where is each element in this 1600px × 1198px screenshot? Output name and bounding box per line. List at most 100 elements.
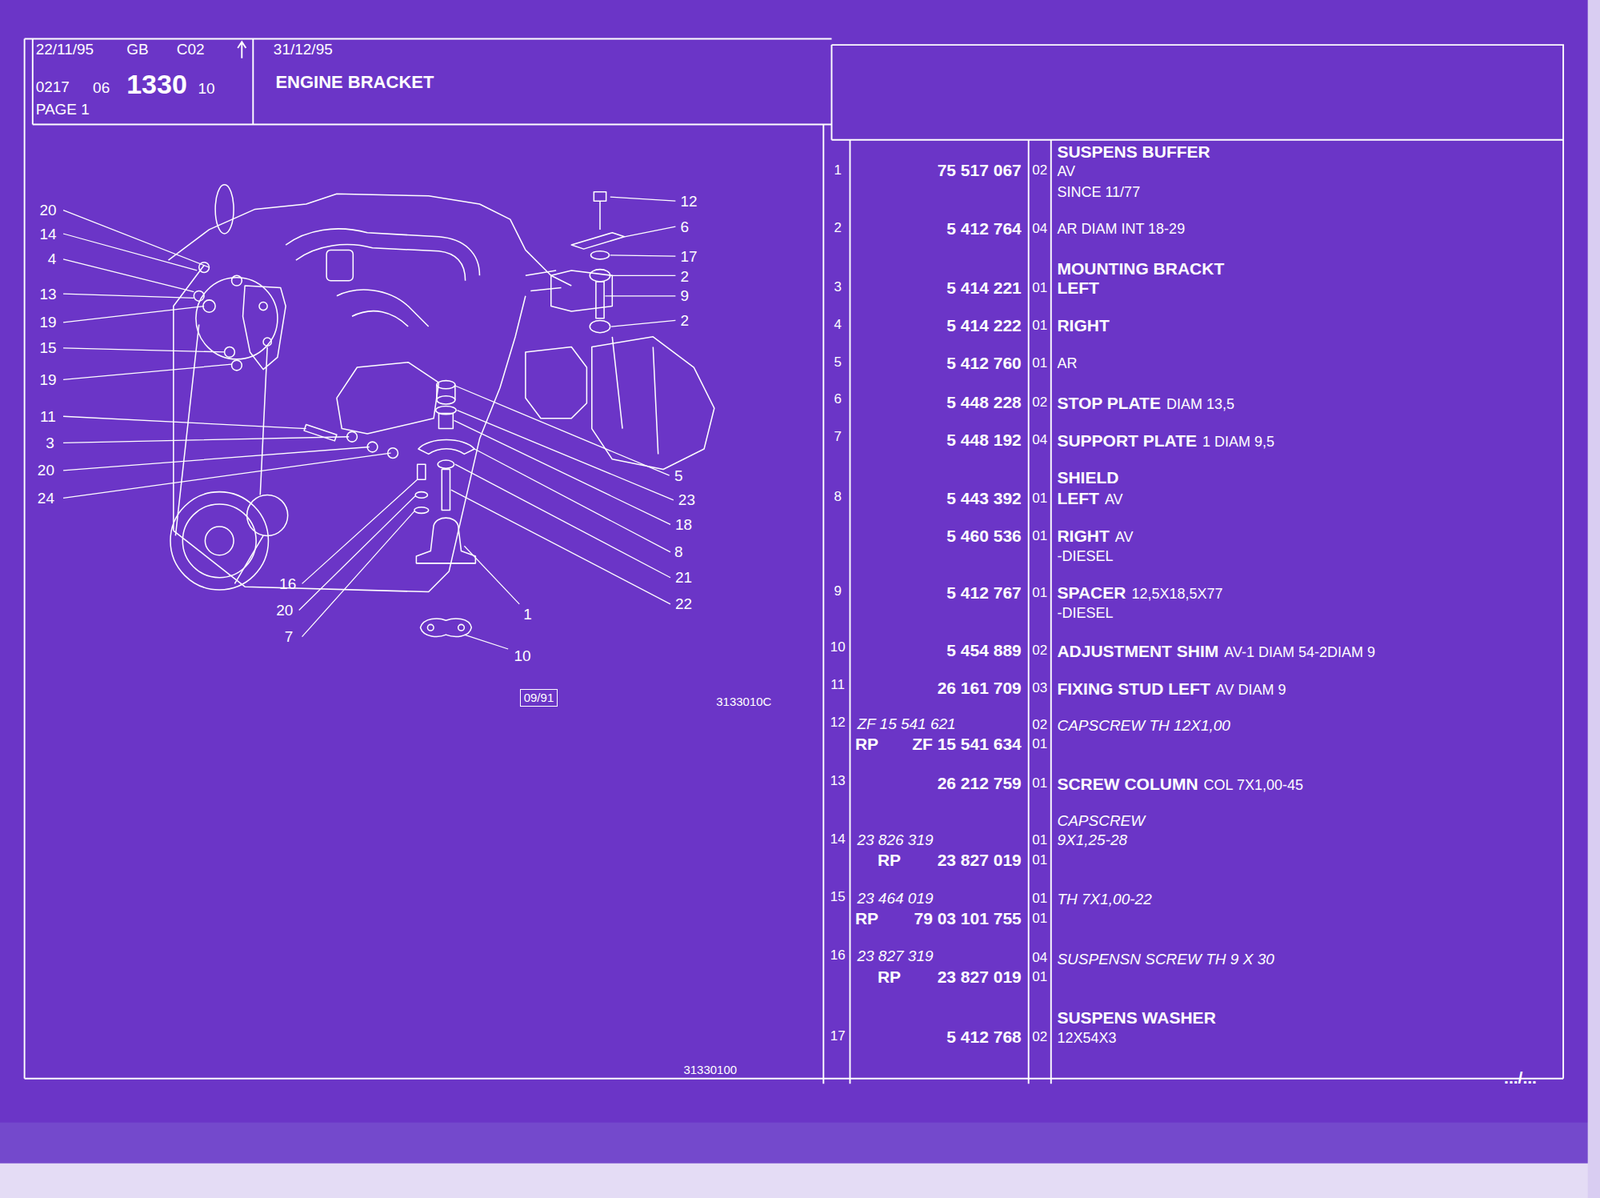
quantity-code: 02: [1032, 163, 1048, 177]
callout-number: 5: [674, 468, 684, 484]
part-description: 23 826 319: [856, 832, 933, 848]
engine-illustration-part: [591, 251, 610, 260]
part-description: AV-1 DIAM 54-2DIAM 9: [1224, 644, 1376, 660]
part-number: RP: [855, 909, 879, 927]
engine-illustration-part: [247, 494, 288, 536]
engine-illustration-part: [593, 192, 606, 201]
callout-number: 20: [276, 602, 293, 618]
part-description: 23 827 319: [856, 948, 933, 964]
engine-illustration-part: [259, 301, 268, 310]
film-edge-part: [0, 1122, 1600, 1164]
engine-illustration-part: [458, 624, 465, 631]
part-number: 75 517 067: [937, 161, 1022, 179]
part-number: 23 827 019: [937, 851, 1022, 868]
part-number: 5 412 764: [946, 220, 1021, 237]
engine-illustration-part: [427, 624, 434, 631]
engine-illustration-part: [175, 324, 268, 584]
part-number: 5 412 768: [946, 1028, 1021, 1045]
callout-number: 20: [39, 202, 56, 218]
callout-number: 1: [523, 606, 532, 622]
callout-number: 13: [39, 286, 56, 302]
part-description: CAPSCREW TH 12X1,00: [1056, 717, 1230, 733]
item-number: 17: [830, 1028, 846, 1043]
part-description: SUSPENS BUFFER: [1056, 143, 1210, 160]
engine-illustration-part: [525, 347, 588, 419]
engine-illustration-part: [263, 337, 272, 346]
header-field: 31/12/95: [273, 41, 333, 57]
quantity-code: 02: [1032, 717, 1048, 732]
part-description: AV: [1104, 492, 1124, 507]
callout-number: 9: [680, 288, 690, 304]
engine-illustration-part: [326, 249, 353, 280]
part-description: COL 7X1,00-45: [1204, 777, 1304, 792]
leader-lines-part: [604, 196, 676, 327]
header-field: 10: [197, 80, 215, 96]
part-number: RP: [877, 968, 901, 985]
drawing-reference: 3133010C: [716, 695, 772, 708]
quantity-code: 02: [1032, 1029, 1048, 1044]
item-number: 14: [830, 832, 846, 846]
header-field: 06: [92, 80, 110, 96]
part-description: SUPPORT PLATE: [1056, 432, 1197, 449]
engine-illustration-part: [437, 460, 454, 468]
engine-illustration-part: [224, 347, 236, 358]
item-number: 7: [833, 429, 841, 444]
part-description: FIXING STUD LEFT: [1056, 680, 1210, 697]
engine-illustration-part: [168, 193, 572, 286]
item-number: 10: [830, 640, 846, 654]
part-number: 26 212 759: [937, 774, 1022, 792]
date-box: 09/91: [520, 688, 559, 707]
engine-illustration-part: [416, 517, 476, 564]
part-description: 12,5X18,5X77: [1131, 586, 1223, 601]
quantity-code: 01: [1032, 911, 1048, 925]
quantity-code: 02: [1032, 395, 1048, 409]
part-number: 5 448 228: [946, 393, 1021, 411]
part-number: RP: [877, 851, 901, 868]
callout-number: 19: [39, 314, 56, 330]
engine-illustration-part: [243, 285, 287, 370]
callout-number: 10: [513, 648, 531, 664]
part-description: 23 464 019: [856, 890, 933, 906]
callout-number: 11: [40, 408, 56, 424]
section-number: 1330: [126, 70, 188, 98]
item-number: 2: [833, 220, 841, 235]
quantity-code: 04: [1032, 950, 1048, 964]
engine-illustration-part: [304, 424, 337, 440]
engine-illustration-part: [589, 320, 611, 332]
quantity-code: 04: [1032, 221, 1048, 236]
part-description: SHIELD: [1056, 468, 1119, 486]
engine-illustration-part: [204, 526, 234, 556]
quantity-code: 01: [1032, 528, 1048, 543]
callout-number: 23: [678, 492, 696, 508]
engine-illustration: [168, 184, 714, 637]
item-number: 12: [830, 715, 846, 729]
callout-number: 12: [680, 193, 697, 209]
film-edge-part: [0, 1163, 1600, 1198]
part-description: 1 DIAM 9,5: [1202, 434, 1275, 449]
quantity-code: 04: [1032, 432, 1048, 447]
callout-number: 7: [284, 628, 294, 644]
part-description: AV DIAM 9: [1216, 682, 1287, 697]
quantity-code: 01: [1032, 969, 1048, 984]
engine-illustration-part: [436, 380, 456, 389]
part-description: AV: [1115, 529, 1134, 544]
part-number: 5 460 536: [946, 527, 1021, 544]
engine-illustration-part: [596, 281, 604, 319]
callout-number: 16: [279, 576, 296, 592]
part-description: .../...: [1504, 1068, 1537, 1086]
callout-number: 21: [675, 569, 692, 585]
callout-number: 14: [39, 226, 56, 242]
item-number: 1: [833, 163, 841, 177]
part-number: 26 161 709: [937, 679, 1022, 696]
header-field: C02: [176, 41, 205, 57]
quantity-code: 01: [1032, 318, 1048, 332]
item-number: 11: [830, 677, 845, 692]
part-description: 9X1,25-28: [1056, 832, 1128, 848]
part-description: AR: [1056, 356, 1077, 371]
callout-number: 15: [39, 340, 56, 356]
quantity-code: 01: [1032, 852, 1048, 867]
engine-illustration-part: [336, 289, 429, 327]
engine-illustration-part: [232, 360, 243, 371]
part-description: MOUNTING BRACKT: [1056, 260, 1224, 277]
